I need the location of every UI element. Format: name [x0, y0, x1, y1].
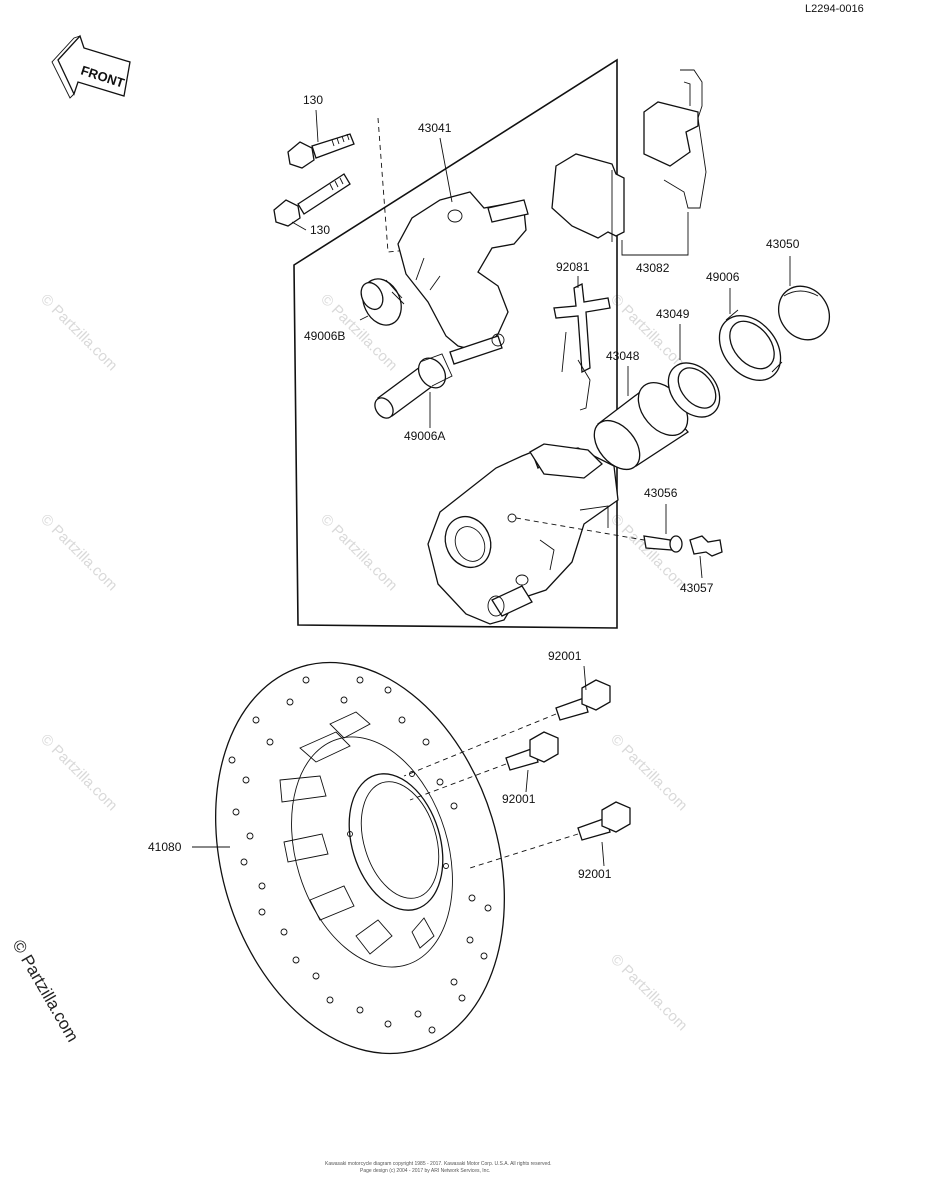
watermark-text: © Partzilla.com [607, 511, 690, 594]
caliper-assembly-boundary [293, 58, 618, 629]
callout-92081: 92081 [556, 260, 590, 274]
brake-disc [215, 661, 505, 1055]
caliper-piston [593, 382, 689, 471]
callout-49006: 49006 [706, 270, 740, 284]
callout-130-lower: 130 [310, 223, 330, 237]
bolt-130-lower [273, 173, 351, 227]
callout-41080: 41080 [148, 840, 182, 854]
callout-43050: 43050 [766, 237, 800, 251]
disc-bolt-upper [555, 679, 611, 721]
callout-43056: 43056 [644, 486, 678, 500]
watermark-text: © Partzilla.com [37, 731, 120, 814]
slide-pin-boot-49006a [374, 353, 453, 419]
callout-92001-middle: 92001 [502, 792, 536, 806]
leader-line [291, 221, 307, 231]
partzilla-watermark: © Partzilla.com [9, 937, 83, 1046]
copyright-line-2: Page design (c) 2004 - 2017 by ARI Netwo… [360, 1168, 490, 1174]
callout-43049: 43049 [656, 307, 690, 321]
callout-43082: 43082 [636, 261, 670, 275]
dust-seal [718, 309, 783, 381]
brake-pad-outer [643, 69, 707, 209]
watermark-text: © Partzilla.com [37, 291, 120, 374]
watermark-text: © Partzilla.com [607, 731, 690, 814]
leader-line [621, 212, 689, 256]
leader-line [699, 555, 703, 579]
leader-line [359, 315, 369, 321]
bolt-130-upper [287, 133, 355, 169]
piston-seal [667, 362, 721, 418]
bolt-alignment-line [409, 763, 507, 801]
watermark-text: © Partzilla.com [607, 951, 690, 1034]
watermark-text: © Partzilla.com [317, 511, 400, 594]
reference-number: L2294-0016 [805, 3, 864, 15]
callout-49006a: 49006A [404, 429, 445, 443]
rubber-boot-49006b [360, 278, 405, 326]
leader-line [601, 841, 605, 867]
leader-line [439, 137, 453, 203]
leader-line [583, 665, 587, 691]
caliper-body [427, 443, 619, 625]
leader-line [525, 769, 529, 793]
callout-43041: 43041 [418, 121, 452, 135]
callout-43057: 43057 [680, 581, 714, 595]
bleed-valve [515, 517, 683, 553]
bolt-alignment-line [469, 833, 579, 869]
copyright-line-1: Kawasaki motorcycle diagram copyright 19… [325, 1161, 552, 1167]
callout-43048: 43048 [606, 349, 640, 363]
callout-92001-upper: 92001 [548, 649, 582, 663]
disc-bolt-middle [505, 731, 559, 771]
caliper-bracket [397, 191, 529, 365]
watermark-text: © Partzilla.com [37, 511, 120, 594]
bolt-alignment-line [403, 713, 557, 777]
disc-bolt-lower [577, 801, 631, 841]
bleed-valve-cap [689, 535, 723, 557]
caliper-cap [777, 285, 831, 341]
leader-line [315, 109, 319, 143]
callout-130-upper: 130 [303, 93, 323, 107]
callout-49006b: 49006B [304, 329, 345, 343]
brake-pad-inner [551, 153, 625, 242]
callout-92001-lower: 92001 [578, 867, 612, 881]
anti-rattle-spring [553, 283, 611, 411]
front-arrow-icon: FRONT [51, 34, 131, 99]
